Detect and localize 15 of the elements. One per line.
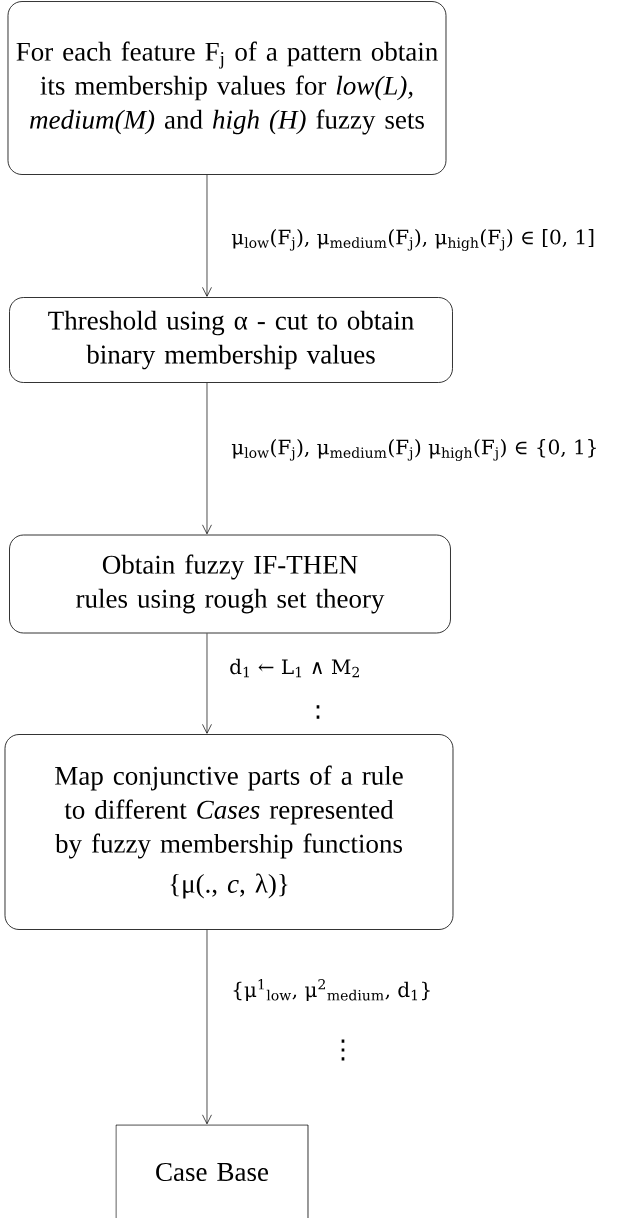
edge-label: d$_{1}$ ← L$_{1}$ ∧ M$_{2}$ bbox=[228, 657, 362, 679]
ellipsis-mark: : bbox=[316, 705, 320, 719]
process-box: For each feature F$_{j}$ of a pattern obtain its membership values for low(L), medium(M) and high (H) fuzzy sets bbox=[7, 1, 447, 175]
arrow bbox=[202, 174, 212, 297]
edge-label: μ$_{low}$(F$_{j}$), μ$_{medium}$(F$_{j}$) μ$_{high}$(F$_{j}$) ∈ {0, 1} bbox=[230, 438, 600, 462]
process-box: Obtain fuzzy IF-THEN rules using rough set theory bbox=[9, 534, 451, 634]
ellipsis-mark: ⋮ bbox=[341, 1039, 345, 1061]
process-box: Threshold using α - cut to obtain binary membership values bbox=[9, 297, 453, 383]
arrow bbox=[202, 633, 212, 734]
arrow bbox=[202, 929, 212, 1125]
storage-box: Case Base bbox=[115, 1124, 309, 1218]
process-box: Map conjunctive parts of a rule to different Cases represented by fuzzy membership functions {μ(., c, λ)} bbox=[4, 734, 454, 930]
edge-label: {μ$^{1}$$_{low}$, μ$^{2}$$_{medium}$, d$_{1}$} bbox=[230, 977, 434, 1003]
arrow bbox=[202, 382, 212, 535]
edge-label: μ$_{low}$(F$_{j}$), μ$_{medium}$(F$_{j}$), μ$_{high}$(F$_{j}$) ∈ [0, 1] bbox=[230, 228, 597, 252]
